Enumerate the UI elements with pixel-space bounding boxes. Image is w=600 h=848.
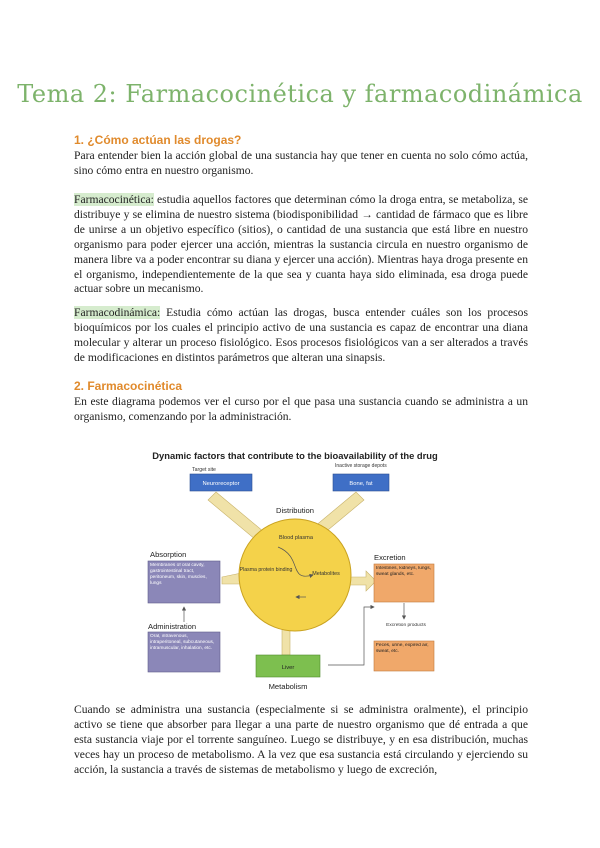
excretion-products-label: Excretion products: [386, 623, 426, 628]
diagram-title: Dynamic factors that contribute to the b…: [152, 450, 438, 461]
excretion-box: [373, 563, 435, 603]
liver-label: Liver: [282, 665, 295, 671]
term-farmacodinamica: Farmacodinámica:: [74, 306, 161, 319]
neuroreceptor-box: [189, 473, 253, 492]
page-title: Tema 2: Farmacocinética y farmacodinámic…: [17, 80, 583, 108]
paragraph-farmacocinetica: Farmacocinética: estudia aquellos factor…: [74, 193, 528, 297]
administration-label: Administration: [148, 622, 196, 631]
bone-fat-label: Bone, fat: [349, 481, 373, 487]
absorption-label: Absorption: [150, 550, 186, 559]
administration-routes-text: Oral, intravenous, intraperitoneal, subc…: [150, 634, 215, 651]
excretion-organs-text: Intestines, kidneys, lungs, sweat glands…: [376, 566, 431, 577]
bone-fat-box: [332, 473, 390, 492]
section-heading-2: 2. Farmacocinética: [74, 379, 183, 393]
excretion-list-text: Feces, urine, expired air, sweat, etc.: [376, 643, 429, 654]
blood-plasma-label: Blood plasma: [279, 535, 314, 541]
administration-box: [147, 631, 221, 673]
paragraph-farmacodinamica: Farmacodinámica: Estudia cómo actúan las…: [74, 306, 528, 366]
absorption-box: [147, 560, 221, 604]
plasma-protein-label: Plasma protein binding: [240, 567, 293, 573]
paragraph-intro: Para entender bien la acción global de u…: [74, 149, 528, 177]
paragraph-diagram-intro: En este diagrama podemos ver el curso po…: [74, 395, 528, 423]
blood-plasma-circle: [238, 518, 352, 632]
excretion-products-box: [373, 640, 435, 672]
liver-box: [255, 654, 321, 678]
target-site-label: Target site: [192, 467, 216, 473]
distribution-label: Distribution: [276, 506, 314, 515]
absorption-sites-text: Membranes of oral cavity, gastrointestin…: [150, 563, 207, 586]
bioavailability-diagram: Dynamic factors that contribute to the b…: [147, 450, 438, 691]
paragraph-explanation: Cuando se administra una sustancia (espe…: [74, 703, 528, 776]
metabolites-label: Metabolites: [312, 571, 340, 577]
storage-label: Inactive storage depots: [335, 463, 387, 469]
metabolism-label: Metabolism: [269, 682, 308, 691]
definition-farmacodinamica: Estudia cómo actúan las drogas, busca en…: [74, 306, 528, 364]
excretion-label: Excretion: [374, 553, 406, 562]
section-heading-1: 1. ¿Cómo actúan las drogas?: [74, 133, 242, 147]
term-farmacocinetica: Farmacocinética:: [74, 193, 154, 206]
definition-farmacocinetica: estudia aquellos factores que determinan…: [74, 193, 528, 296]
neuroreceptor-label: Neuroreceptor: [202, 481, 239, 487]
